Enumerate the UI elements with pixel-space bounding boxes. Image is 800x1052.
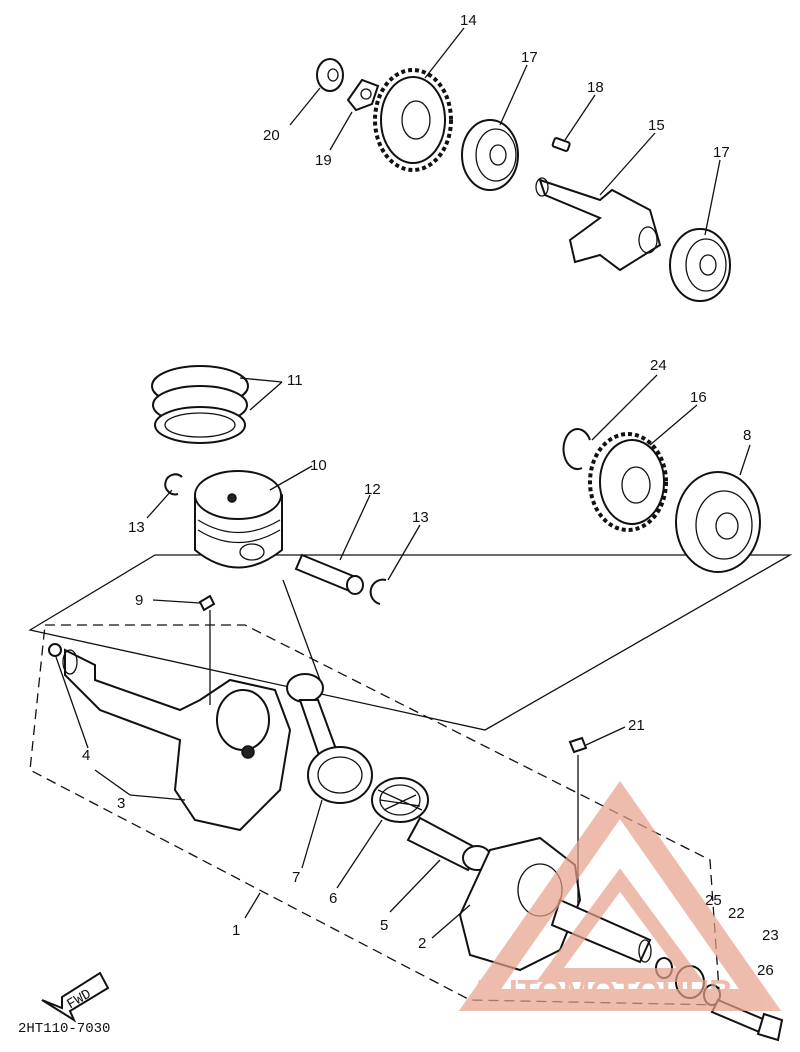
drawing-code: 2HT110-7030 xyxy=(18,1021,110,1037)
callout-19: 19 xyxy=(315,152,332,169)
callout-7: 7 xyxy=(292,869,300,886)
callout-numbers: 14 17 18 15 17 20 19 11 10 12 13 13 24 1… xyxy=(82,12,779,979)
callout-4: 4 xyxy=(82,747,90,764)
fwd-arrow-icon: FWD xyxy=(41,971,110,1023)
callout-20: 20 xyxy=(263,127,280,144)
nut-20 xyxy=(316,58,344,92)
callout-17-lower: 17 xyxy=(713,144,730,161)
callout-2: 2 xyxy=(418,935,426,952)
bearing-17-lower xyxy=(669,228,731,302)
crankshaft-right-2 xyxy=(458,836,652,972)
callout-1: 1 xyxy=(232,922,240,939)
woodruff-key-18 xyxy=(551,137,571,152)
circlip-13-left xyxy=(164,473,183,496)
callout-21: 21 xyxy=(628,717,645,734)
connecting-rod-7 xyxy=(286,673,373,804)
callout-23: 23 xyxy=(762,927,779,944)
callout-8: 8 xyxy=(743,427,751,444)
callout-18: 18 xyxy=(587,79,604,96)
callout-6: 6 xyxy=(329,890,337,907)
primary-drive-gear-14 xyxy=(588,432,668,532)
watermark-text: AUTOMOTOHUB xyxy=(470,973,733,1010)
callout-26: 24 xyxy=(650,357,667,374)
key-9 xyxy=(198,594,216,612)
bearing-8 xyxy=(675,471,761,573)
callout-10: 10 xyxy=(310,457,327,474)
piston-pin-12 xyxy=(294,553,364,595)
callout-13-right: 13 xyxy=(412,509,429,526)
leader-lines xyxy=(55,27,751,939)
callout-15: 14 xyxy=(460,12,477,29)
callout-22: 22 xyxy=(728,905,745,922)
circlip-26 xyxy=(562,428,591,471)
callout-11: 11 xyxy=(287,372,303,389)
callout-3: 3 xyxy=(117,795,125,812)
piston-rings-11 xyxy=(151,365,249,444)
callout-13-left: 13 xyxy=(128,519,145,536)
dowel-pin-4 xyxy=(48,643,62,657)
callout-17-upper: 17 xyxy=(521,49,538,66)
key-21 xyxy=(568,736,588,754)
callout-24: 26 xyxy=(757,962,774,979)
automotohub-watermark-logo: AUTOMOTOHUB xyxy=(458,780,782,1011)
bearing-17-upper xyxy=(461,119,519,191)
callout-5: 5 xyxy=(380,917,388,934)
callout-14: 16 xyxy=(690,389,707,406)
balancer-drive-gear-15 xyxy=(373,68,453,172)
piston-10 xyxy=(194,470,283,569)
callout-9: 9 xyxy=(135,592,143,609)
crank-group-outline xyxy=(28,554,793,731)
circlip-13-right xyxy=(369,578,387,605)
callout-25: 25 xyxy=(705,892,722,909)
crank-pin-5 xyxy=(406,816,492,872)
crankshaft-left-3 xyxy=(62,648,292,832)
callout-12: 12 xyxy=(364,481,381,498)
lock-washer-19 xyxy=(346,78,380,112)
needle-bearing-6 xyxy=(371,777,429,823)
balancer-shaft-16 xyxy=(535,177,662,272)
callout-16: 15 xyxy=(648,117,665,134)
